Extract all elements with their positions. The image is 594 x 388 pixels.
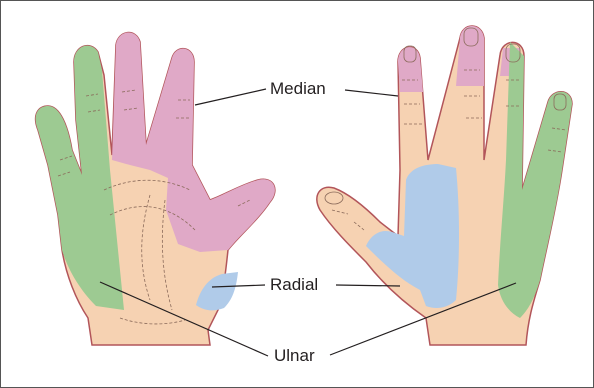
left-hand-palm [36, 33, 275, 345]
median-leader-right [345, 90, 398, 96]
ulnar-label: Ulnar [274, 347, 315, 364]
radial-label: Radial [270, 276, 318, 293]
median-label: Median [270, 80, 326, 97]
right-hand-dorsum [317, 26, 572, 345]
median-leader-left [195, 89, 266, 105]
left-ulnar-region [36, 46, 124, 310]
